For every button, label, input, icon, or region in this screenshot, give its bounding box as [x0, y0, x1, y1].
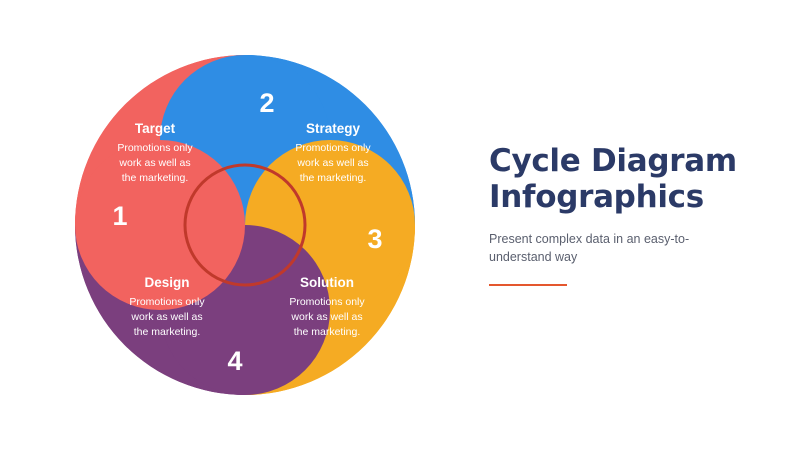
headline-line-2: Infographics [489, 179, 704, 216]
quadrant-number-3: 3 [367, 224, 382, 254]
quadrant-body-solution-l2: work as well as [290, 311, 362, 323]
accent-rule [489, 283, 567, 287]
center-ring [183, 163, 307, 287]
quadrant-number-4: 4 [227, 346, 242, 376]
quadrant-body-solution-l1: Promotions only [289, 296, 365, 308]
quadrant-title-target: Target [135, 121, 176, 136]
quadrant-number-2: 2 [259, 88, 274, 118]
quadrant-body-strategy-l1: Promotions only [295, 142, 371, 154]
quadrant-body-target-l1: Promotions only [117, 142, 193, 154]
quadrant-title-strategy: Strategy [306, 121, 361, 136]
headline-line-1: Cycle Diagram [489, 143, 737, 179]
quadrant-body-target-l3: the marketing. [122, 172, 189, 184]
quadrant-body-strategy-l3: the marketing. [300, 172, 367, 184]
quadrant-title-design: Design [144, 275, 189, 290]
quadrant-body-design-l3: the marketing. [134, 326, 201, 338]
quadrant-body-target-l2: work as well as [118, 157, 190, 169]
quadrant-body-design-l1: Promotions only [129, 296, 205, 308]
quadrant-body-strategy-l2: work as well as [296, 157, 368, 169]
subtext: Present complex data in an easy-to-under… [489, 231, 690, 264]
cycle-diagram: Target Promotions only work as well as t… [55, 35, 455, 415]
quadrant-title-solution: Solution [300, 275, 354, 290]
quadrant-body-solution-l3: the marketing. [294, 326, 361, 338]
quadrant-body-design-l2: work as well as [130, 311, 202, 323]
headline: Cycle Diagram Infographics [489, 143, 769, 216]
text-panel: Cycle Diagram Infographics Present compl… [489, 143, 769, 287]
quadrant-number-1: 1 [112, 201, 127, 231]
